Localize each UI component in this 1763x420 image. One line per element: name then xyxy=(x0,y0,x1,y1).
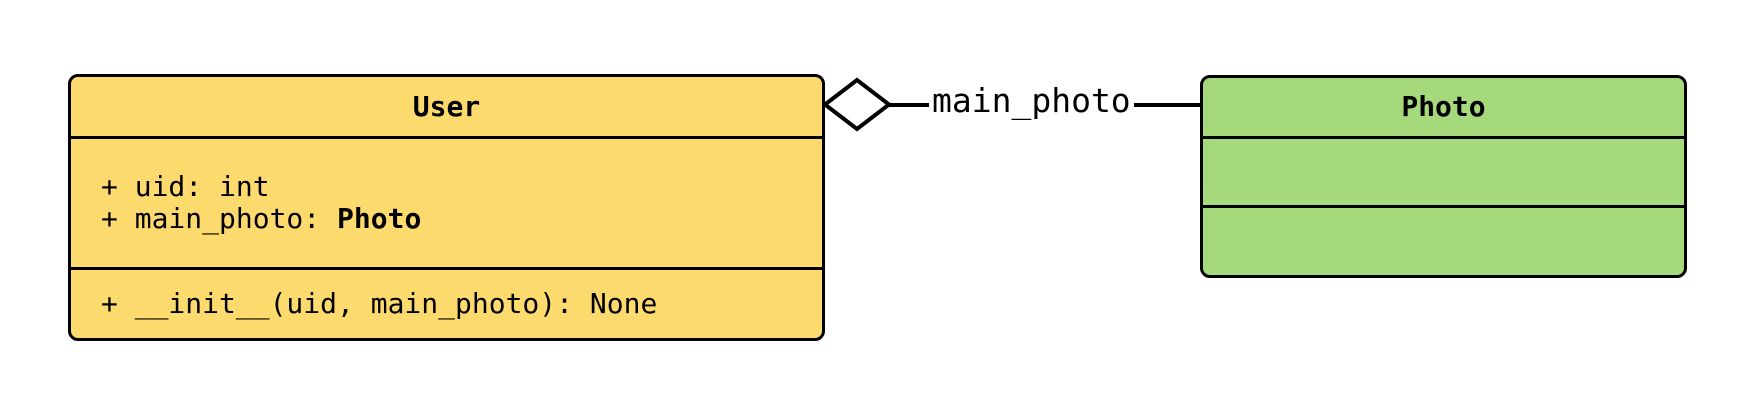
method-line-init: + __init__(uid, main_photo): None xyxy=(101,287,658,320)
class-photo-methods-compartment xyxy=(1203,208,1684,275)
class-box-user: User + uid: int + main_photo: Photo + __… xyxy=(68,74,825,341)
attribute-main-photo-type: Photo xyxy=(337,202,422,235)
class-photo-attributes-compartment xyxy=(1203,139,1684,208)
relation-label: main_photo xyxy=(929,82,1134,120)
class-user-title: User xyxy=(412,89,481,123)
class-photo-title-compartment: Photo xyxy=(1203,78,1684,139)
class-user-title-compartment: User xyxy=(71,77,822,139)
attribute-line-main-photo: + main_photo: Photo xyxy=(71,203,822,235)
aggregation-diamond-icon xyxy=(822,77,892,132)
attribute-line-uid: + uid: int xyxy=(101,170,270,203)
attribute-main-photo-prefix: + main_photo: xyxy=(101,202,338,235)
class-box-photo: Photo xyxy=(1200,75,1687,278)
class-user-methods-compartment: + __init__(uid, main_photo): None xyxy=(71,270,822,338)
class-photo-title: Photo xyxy=(1401,90,1486,123)
class-user-attributes-compartment: + uid: int + main_photo: Photo xyxy=(71,139,822,270)
